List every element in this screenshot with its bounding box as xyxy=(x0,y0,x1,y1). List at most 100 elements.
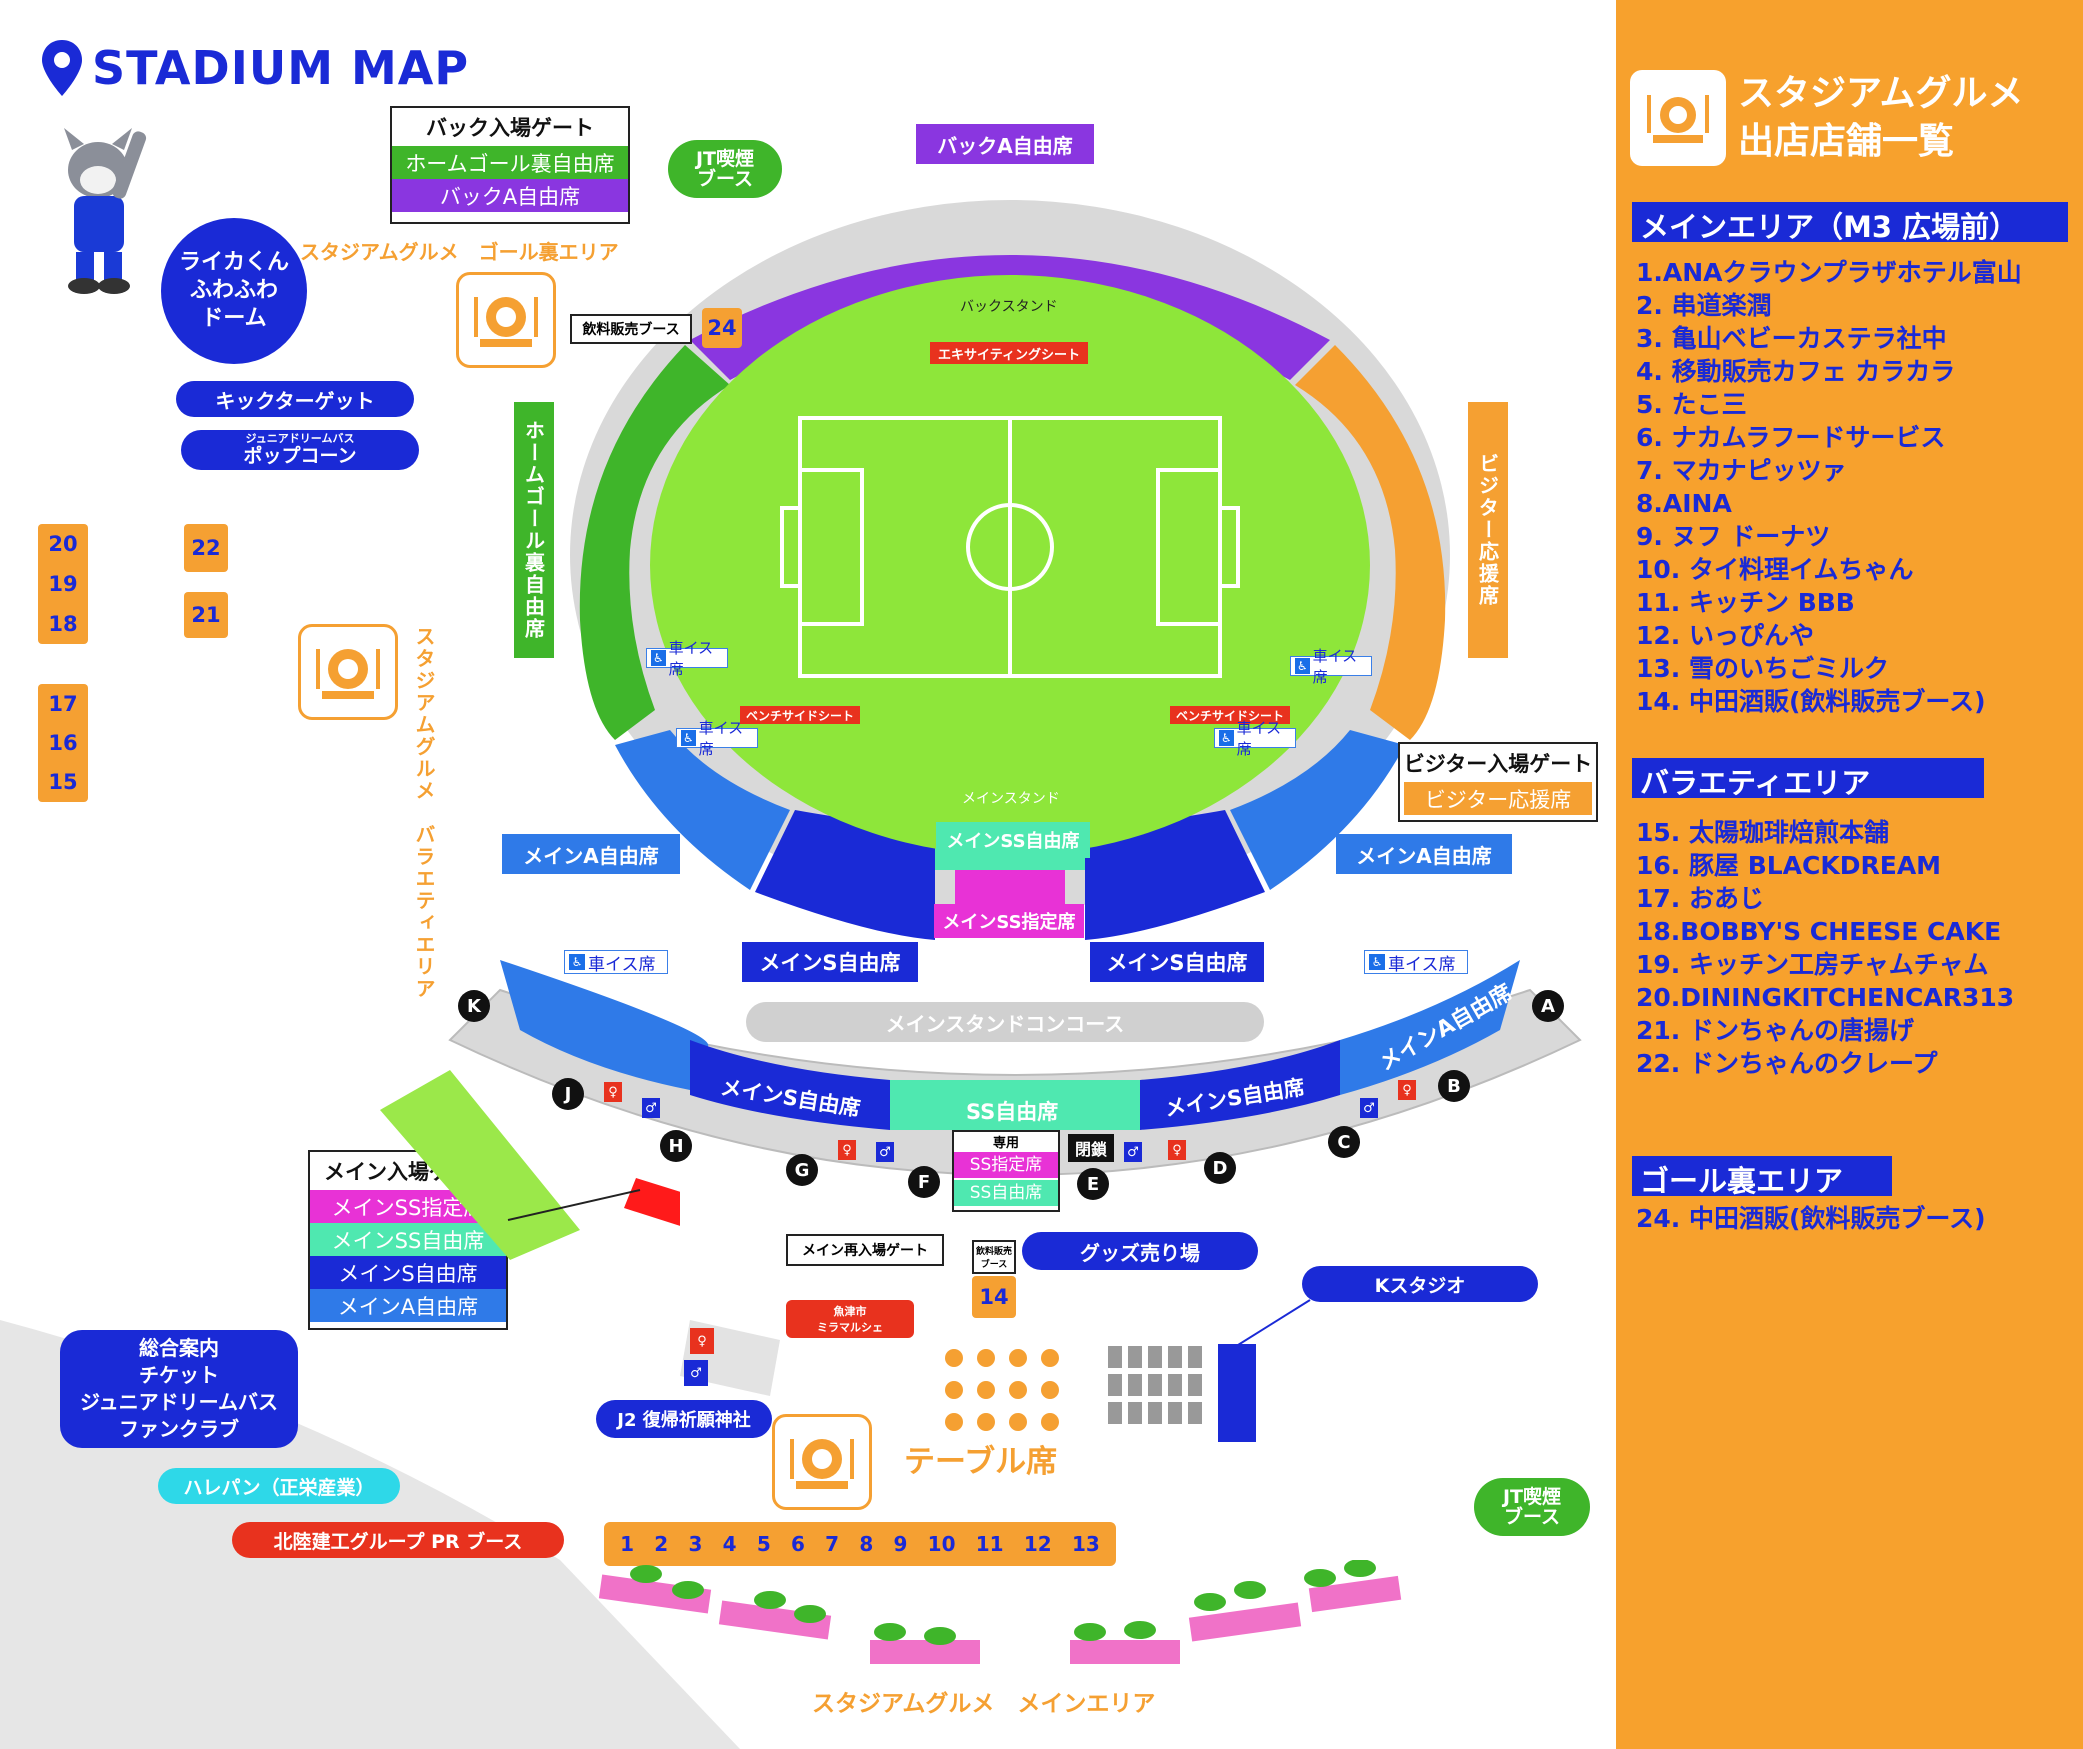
back-a-top-label: バックA自由席 xyxy=(916,124,1094,164)
gourmet-main-label: スタジアムグルメ メインエリア xyxy=(812,1691,1156,1717)
back-gate-row-home: ホームゴール裏自由席 xyxy=(392,146,628,179)
gourmet-variety-icon xyxy=(298,624,398,720)
dedicated-ss-free: SS自由席 xyxy=(954,1180,1058,1206)
goods-shop: グッズ売り場 xyxy=(1022,1232,1258,1270)
back-stand-label: バックスタンド xyxy=(960,299,1058,315)
reentry-gate: メイン再入場ゲート xyxy=(786,1234,944,1266)
wheelchair-3: ♿車イス席 xyxy=(1290,647,1372,686)
sidebar-list-item: 14. 中田酒販(飲料販売ブース) xyxy=(1636,687,1986,716)
gate-c[interactable]: C xyxy=(1328,1126,1360,1158)
gate-f[interactable]: F xyxy=(908,1166,940,1198)
kick-target: キックターゲット xyxy=(176,381,414,417)
sidebar-list-item: 5. たこ三 xyxy=(1636,390,1747,419)
sidebar-list-item: 3. 亀山ベビーカステラ社中 xyxy=(1636,324,1947,353)
closed-label: 閉鎖 xyxy=(1068,1134,1114,1162)
stall-5: 5 xyxy=(756,1532,771,1556)
stall-9: 9 xyxy=(893,1532,908,1556)
gate-k[interactable]: K xyxy=(458,990,490,1022)
stall-24: 24 xyxy=(702,308,742,348)
gourmet-goal-label: スタジアムグルメ ゴール裏エリア xyxy=(300,240,619,264)
harepan: ハレパン（正栄産業） xyxy=(158,1468,400,1504)
stall-11: 11 xyxy=(975,1532,1004,1556)
sidebar-list-item: 17. おあじ xyxy=(1636,884,1764,913)
sidebar-list-item: 13. 雪のいちごミルク xyxy=(1636,654,1889,683)
stall-3: 3 xyxy=(688,1532,703,1556)
concourse-structure xyxy=(448,960,1582,1176)
gourmet-variety-label: スタジアムグルメ バラエティエリア xyxy=(412,626,436,1000)
sidebar-list-item: 19. キッチン工房チャムチャム xyxy=(1636,950,1989,979)
sidebar-title: スタジアムグルメ 出店店舗一覧 xyxy=(1738,73,2024,162)
gate-a[interactable]: A xyxy=(1532,990,1564,1022)
sidebar-list-item: 16. 豚屋 BLACKDREAM xyxy=(1636,851,1942,880)
stall-13: 13 xyxy=(1071,1532,1100,1556)
drink-booth-top: 飲料販売ブース xyxy=(570,314,692,344)
stall-group-20-18: 20 19 18 xyxy=(38,524,88,644)
main-gate-row-s-free: メインS自由席 xyxy=(310,1256,506,1289)
main-a-right: メインA自由席 xyxy=(1336,834,1512,874)
jt-smoking-top: JT喫煙 ブース xyxy=(668,140,782,198)
stall-1: 1 xyxy=(620,1532,635,1556)
sidebar-list-item: 9. ヌフ ドーナツ xyxy=(1636,522,1831,551)
gate-g[interactable]: G xyxy=(786,1154,818,1186)
sidebar-list-item: 24. 中田酒販(飲料販売ブース) xyxy=(1636,1204,1986,1233)
sidebar-gourmet-icon xyxy=(1630,70,1726,166)
wheelchair-label: 車イス席 xyxy=(668,639,714,678)
back-gate-row-back-a: バックA自由席 xyxy=(392,179,628,212)
main-ss-free: メインSS自由席 xyxy=(936,822,1090,858)
visitor-support-label: ビジター応援席 xyxy=(1468,402,1508,658)
back-gate: バック入場ゲート ホームゴール裏自由席 バックA自由席 xyxy=(390,106,630,224)
sidebar-list-item: 7. マカナピッツァ xyxy=(1636,456,1847,485)
gate-d[interactable]: D xyxy=(1204,1152,1236,1184)
stall-8: 8 xyxy=(859,1532,874,1556)
k-studio: Kスタジオ xyxy=(1302,1266,1538,1302)
home-goal-label: ホームゴール裏自由席 xyxy=(514,402,554,658)
sidebar-list-item: 12. いっぴんや xyxy=(1636,621,1814,650)
hokuriku-booth: 北陸建工グループ PR ブース xyxy=(232,1522,564,1558)
wheelchair-icon: ♿ xyxy=(1295,658,1310,674)
toilet-male-icon: ♂ xyxy=(642,1098,660,1118)
sidebar-list-item: 10. タイ料理イムちゃん xyxy=(1636,555,1914,584)
drink-booth-small: 飲料販売 ブース xyxy=(972,1240,1016,1274)
toilet-female-icon: ♀ xyxy=(690,1328,714,1354)
wheelchair-1: ♿車イス席 xyxy=(646,639,728,678)
stall-4: 4 xyxy=(722,1532,737,1556)
map-title: STADIUM MAP xyxy=(40,38,469,98)
stall-17: 17 xyxy=(48,691,78,716)
sidebar-goal-area-header: ゴール裏エリア xyxy=(1632,1156,1892,1198)
wheelchair-icon: ♿ xyxy=(1369,954,1385,970)
exciting-seat: エキサイティングシート xyxy=(930,342,1088,364)
stall-16: 16 xyxy=(48,730,78,755)
main-s-right: メインS自由席 xyxy=(1090,942,1264,982)
sidebar-list-item: 1.ANAクラウンプラザホテル富山 xyxy=(1636,258,2022,287)
wheelchair-label: 車イス席 xyxy=(1312,647,1358,686)
toilet-female-icon: ♀ xyxy=(1168,1140,1186,1160)
wheelchair-6: ♿車イス席 xyxy=(1364,950,1468,975)
toilet-male-icon: ♂ xyxy=(684,1360,708,1386)
stall-14: 14 xyxy=(972,1276,1016,1318)
gate-b[interactable]: B xyxy=(1438,1070,1470,1102)
main-stand-label: メインスタンド xyxy=(962,791,1060,807)
sidebar-list-item: 22. ドンちゃんのクレープ xyxy=(1636,1049,1938,1078)
stall-number-bar: 1 2 3 4 5 6 7 8 9 10 11 12 13 xyxy=(604,1522,1116,1566)
stall-2: 2 xyxy=(654,1532,669,1556)
toilet-female-icon: ♀ xyxy=(1398,1080,1416,1100)
back-gate-title: バック入場ゲート xyxy=(426,116,594,140)
gate-e[interactable]: E xyxy=(1077,1168,1109,1200)
sidebar-main-area-header: メインエリア（M3 広場前） xyxy=(1632,202,2068,244)
bench-side-left: ベンチサイドシート xyxy=(740,706,860,724)
dedicated-entrance: 専用 SS指定席 SS自由席 xyxy=(952,1130,1060,1212)
wheelchair-icon: ♿ xyxy=(1219,730,1234,746)
toilet-male-icon: ♂ xyxy=(876,1142,894,1162)
visitor-gate-row: ビジター応援席 xyxy=(1404,782,1592,815)
main-ss-reserved: メインSS指定席 xyxy=(934,904,1084,938)
stall-15: 15 xyxy=(48,770,78,795)
sidebar-list-item: 18.BOBBY'S CHEESE CAKE xyxy=(1636,917,2002,946)
main-gate-row-a-free: メインA自由席 xyxy=(310,1289,506,1322)
wheelchair-label: 車イス席 xyxy=(1388,954,1456,975)
mascot-icon xyxy=(64,128,147,294)
popcorn-small: ジュニアドリームバス xyxy=(245,432,355,445)
gate-j[interactable]: J xyxy=(552,1078,584,1110)
sidebar-list-item: 6. ナカムラフードサービス xyxy=(1636,423,1946,452)
toilet-female-icon: ♀ xyxy=(838,1140,856,1160)
gate-h[interactable]: H xyxy=(660,1130,692,1162)
